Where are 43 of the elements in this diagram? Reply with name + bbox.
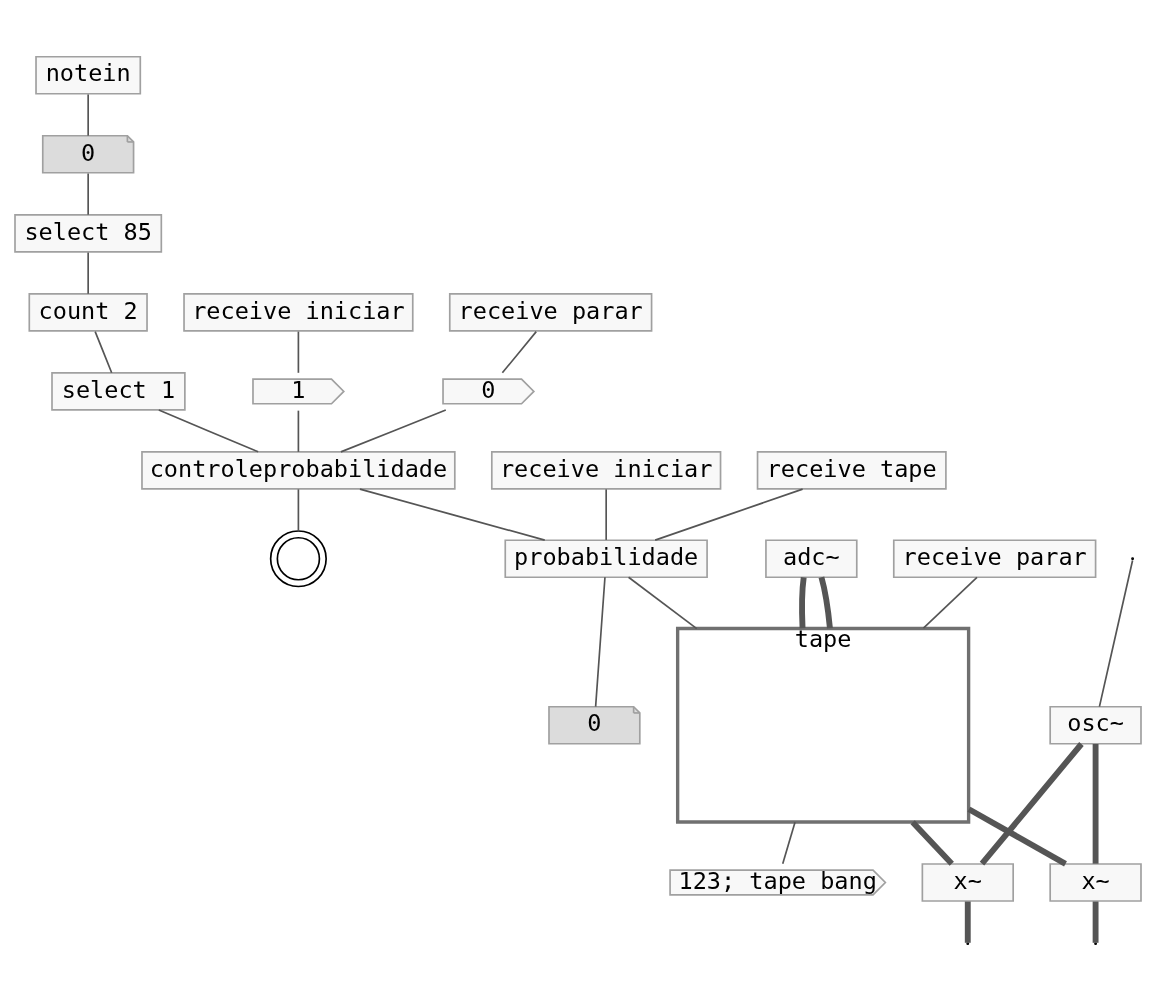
node-box: probabilidade (504, 539, 708, 579)
node-box: controleprobabilidade (141, 451, 456, 490)
node-box: x~ (921, 863, 1014, 902)
node-box: select 85 (14, 214, 163, 253)
node-box: receive parar (448, 293, 653, 332)
node-box: select 1 (51, 372, 186, 411)
node-box: x~ (1049, 863, 1142, 902)
connector (979, 742, 1084, 866)
connector (781, 821, 796, 865)
node-box: notein (35, 55, 142, 95)
connector (1098, 559, 1134, 708)
node-box: receive tape (756, 451, 947, 490)
node-box: receive iniciar (183, 293, 414, 332)
connector (605, 488, 607, 541)
node-box: tape (675, 626, 971, 824)
connector (922, 576, 978, 629)
connector (501, 330, 538, 374)
node-box: count 2 (28, 293, 148, 332)
node-circle (269, 530, 327, 588)
connector (359, 488, 546, 541)
connector (627, 576, 698, 630)
node-box: receive iniciar (490, 451, 722, 490)
node-box: osc~ (1049, 705, 1142, 745)
connector (1092, 901, 1099, 943)
connector (158, 409, 259, 453)
connector (799, 576, 807, 629)
connector (967, 806, 1067, 867)
connector (1092, 744, 1099, 864)
connector (297, 488, 300, 532)
connector (910, 820, 954, 866)
connector (654, 488, 804, 541)
connector (87, 93, 89, 137)
connector (297, 409, 300, 453)
connector (964, 901, 971, 943)
connector (87, 251, 89, 295)
connector (818, 576, 833, 629)
connector (297, 330, 300, 374)
connector (340, 409, 447, 453)
node-box: receive parar (892, 539, 1097, 579)
connector (594, 576, 606, 708)
node-box: adc~ (765, 539, 858, 579)
connector (94, 330, 113, 374)
connector (87, 172, 89, 216)
